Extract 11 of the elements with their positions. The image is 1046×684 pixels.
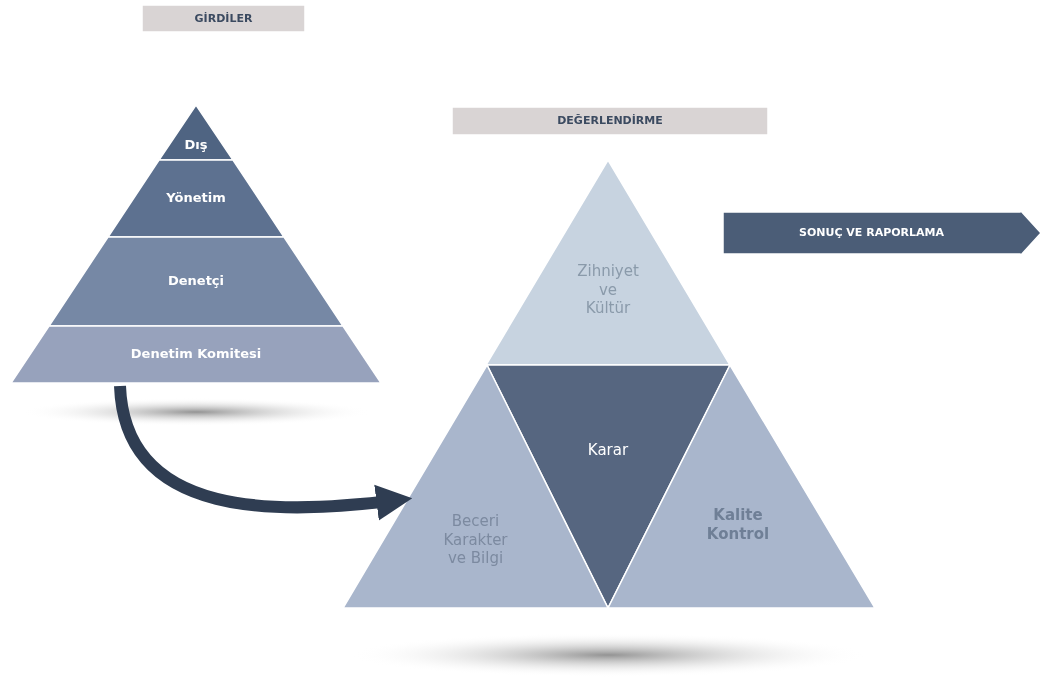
curved-arrow bbox=[114, 385, 413, 521]
header-label: DEĞERLENDİRME bbox=[557, 114, 663, 128]
segment-label: Denetçi bbox=[167, 273, 225, 290]
segment-label: Yönetim bbox=[166, 190, 226, 207]
segment-label: Karar bbox=[587, 440, 629, 460]
segment-label: Kalite Kontrol bbox=[705, 506, 771, 544]
arrow-label: SONUÇ VE RAPORLAMA bbox=[799, 226, 944, 240]
segment-label: Denetim Komitesi bbox=[130, 346, 262, 363]
header-label: GİRDİLER bbox=[194, 11, 253, 26]
segment-label: Dış bbox=[184, 136, 208, 154]
segment-label: Zihniyet ve Kültür bbox=[577, 261, 639, 319]
